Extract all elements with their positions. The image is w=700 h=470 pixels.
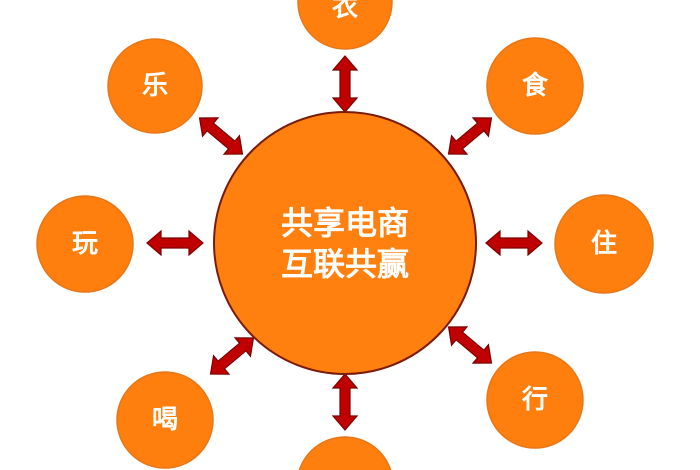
node-top: 衣	[297, 0, 393, 50]
node-right-label: 住	[591, 228, 617, 259]
node-bottom-right-label: 行	[521, 384, 548, 415]
node-bottom-left: 喝	[116, 371, 214, 469]
arrow-bottom-right	[440, 317, 500, 373]
center-title-line2: 互联共赢	[281, 245, 409, 283]
node-top-right: 食	[486, 37, 584, 135]
arrow-left	[146, 230, 204, 256]
node-top-left-label: 乐	[142, 71, 168, 101]
node-left-label: 玩	[72, 229, 98, 259]
arrow-right	[485, 230, 543, 256]
node-right: 住	[554, 194, 654, 294]
node-bottom-left-label: 喝	[152, 405, 178, 435]
arrow-top	[332, 55, 358, 113]
arrow-bottom	[332, 373, 358, 431]
center-hub: 共享电商 互联共赢	[213, 111, 477, 375]
arrow-top-right	[440, 108, 500, 164]
arrow-top-left	[191, 108, 251, 164]
node-left: 玩	[36, 195, 134, 293]
node-top-right-label: 食	[522, 70, 549, 101]
node-top-left: 乐	[107, 38, 203, 134]
center-title-line1: 共享电商	[281, 204, 409, 242]
node-top-label: 衣	[332, 0, 358, 23]
node-bottom-right: 行	[486, 351, 584, 449]
node-bottom	[298, 436, 392, 470]
